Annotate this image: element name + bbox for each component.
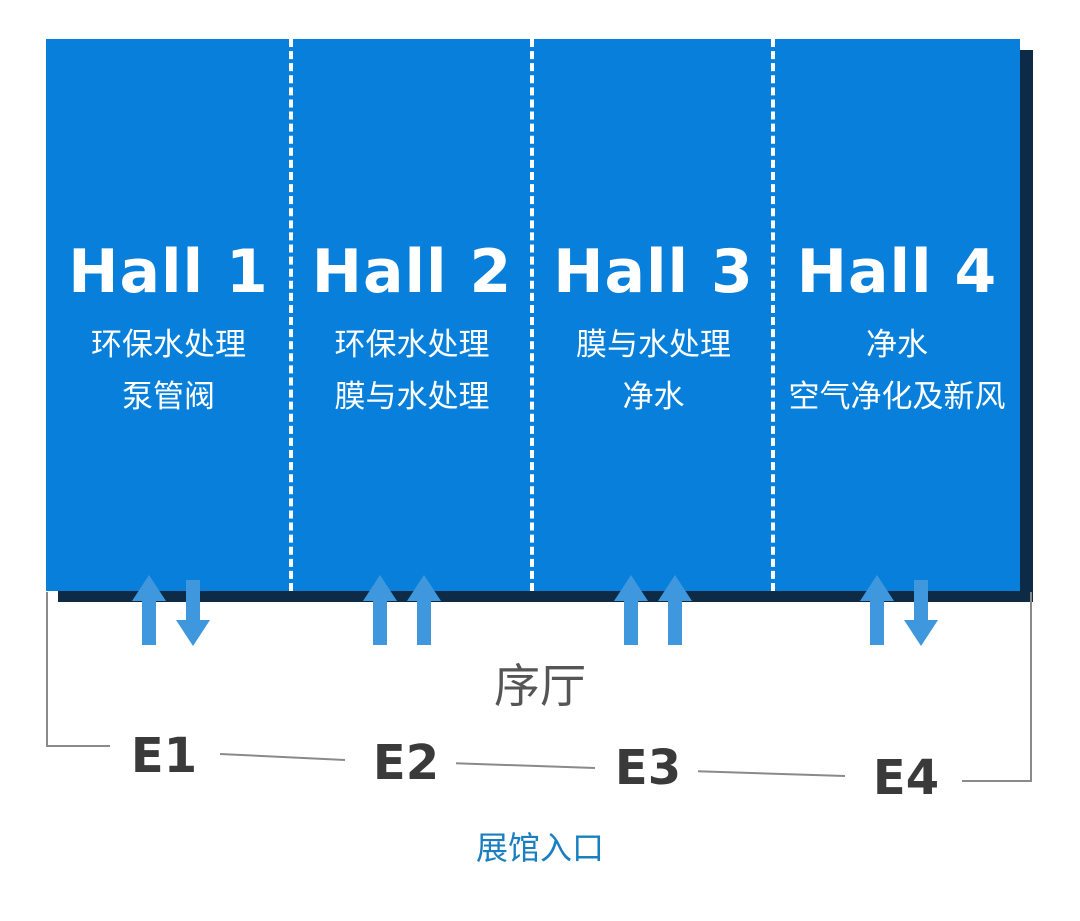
- entrance-caption: 展馆入口: [475, 829, 604, 867]
- halls-block: Hall 1 环保水处理 泵管阀 Hall 2 环保水处理 膜与水处理 Hall…: [46, 39, 1020, 591]
- lobby-outline-left: [46, 592, 110, 747]
- entrance-e2[interactable]: E2: [356, 735, 456, 791]
- hall-category: 净水: [622, 379, 685, 415]
- hall-category: 膜与水处理: [576, 327, 731, 363]
- hall-1[interactable]: Hall 1 环保水处理 泵管阀: [46, 39, 291, 591]
- hall-divider: [771, 39, 775, 591]
- arrow-up-icon: [132, 575, 166, 645]
- arrow-down-icon: [176, 580, 210, 646]
- hall-category: 空气净化及新风: [788, 379, 1006, 415]
- entrance-e1[interactable]: E1: [114, 728, 214, 784]
- arrow-up-icon: [363, 575, 397, 645]
- hall-title: Hall 4: [796, 237, 998, 307]
- hall-divider: [289, 39, 293, 591]
- arrow-up-icon: [860, 575, 894, 645]
- arrow-down-icon: [904, 580, 938, 646]
- lobby-outline-right: [962, 592, 1032, 782]
- hall-category: 环保水处理: [334, 327, 490, 363]
- arrow-up-icon: [614, 575, 648, 645]
- hall-category: 净水: [866, 327, 928, 363]
- entrance-e3[interactable]: E3: [598, 740, 698, 796]
- arrow-up-icon: [658, 575, 692, 645]
- lobby-label: 序厅: [494, 659, 586, 713]
- hall-category: 膜与水处理: [334, 379, 490, 415]
- hall-3[interactable]: Hall 3 膜与水处理 净水: [533, 39, 774, 591]
- hall-title: Hall 1: [68, 237, 269, 307]
- hall-title: Hall 2: [311, 237, 513, 307]
- entrance-e4[interactable]: E4: [856, 750, 956, 806]
- hall-4[interactable]: Hall 4 净水 空气净化及新风: [774, 39, 1020, 591]
- hall-category: 环保水处理: [91, 327, 246, 363]
- lobby-outline-bottom: [447, 762, 596, 769]
- hall-category: 泵管阀: [122, 379, 215, 415]
- lobby-outline-bottom: [219, 753, 346, 761]
- lobby-outline-bottom: [689, 770, 846, 777]
- arrow-up-icon: [407, 575, 441, 645]
- hall-divider: [530, 39, 534, 591]
- hall-title: Hall 3: [553, 237, 754, 307]
- hall-2[interactable]: Hall 2 环保水处理 膜与水处理: [291, 39, 533, 591]
